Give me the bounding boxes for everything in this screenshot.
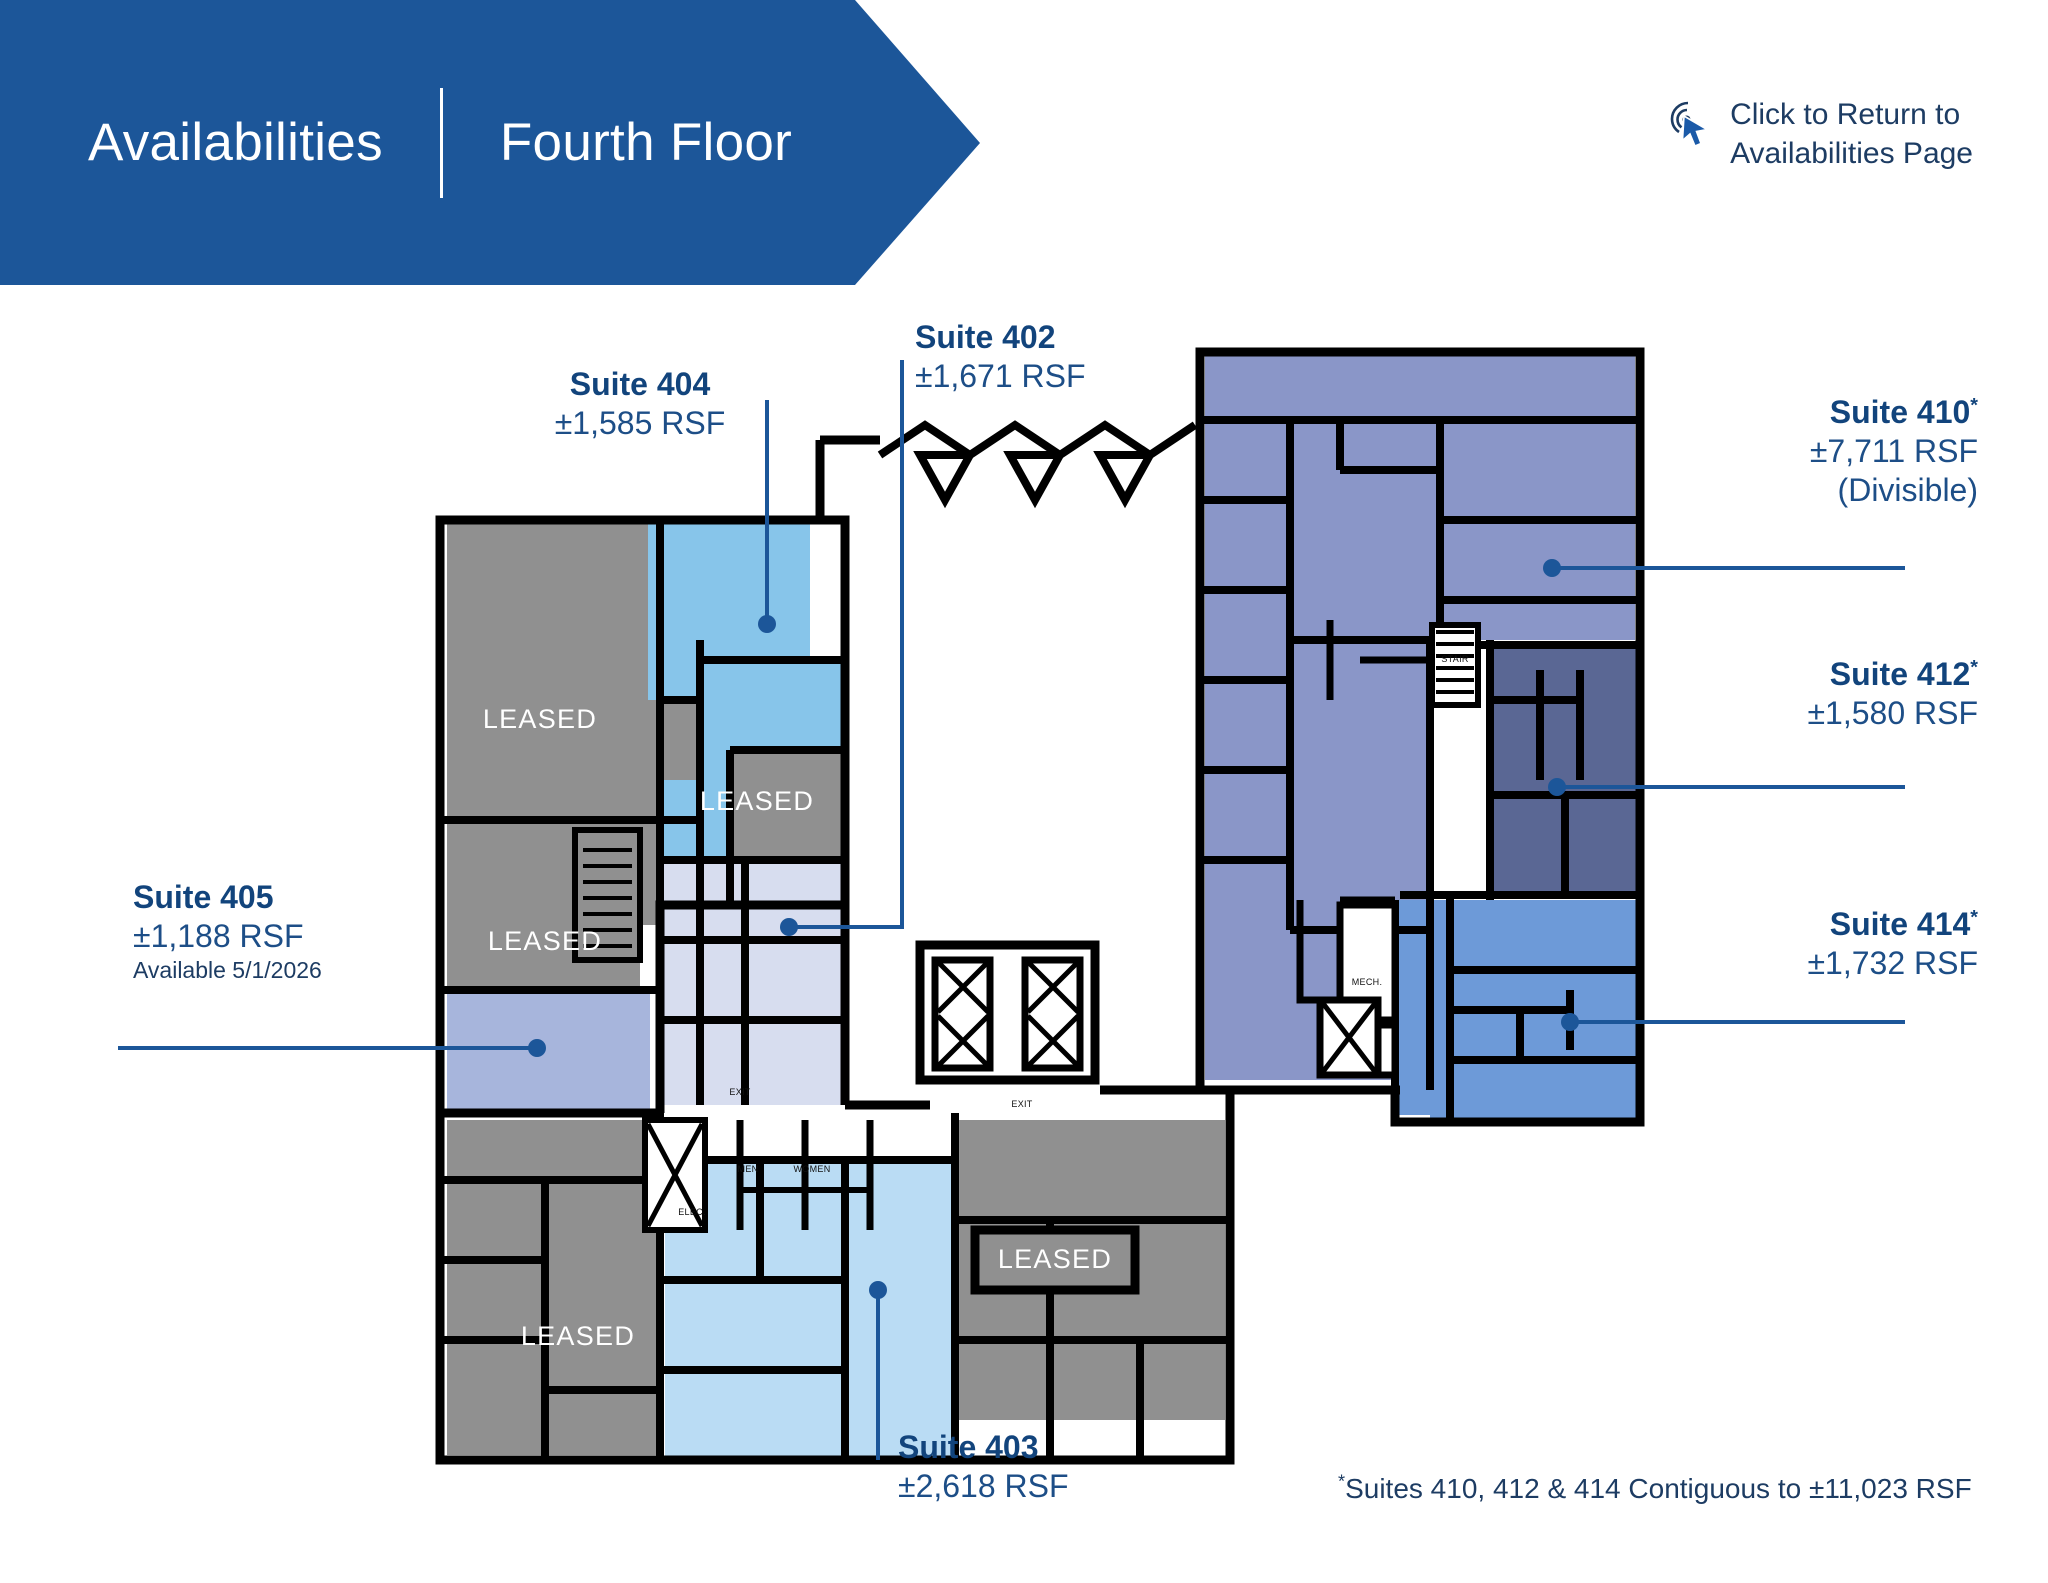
- east-elevator-x: [1320, 1000, 1378, 1075]
- suite-402-area: ±1,671 RSF: [915, 358, 1086, 395]
- suite-412-area: ±1,580 RSF: [1807, 695, 1978, 732]
- stair-x-south: [645, 1122, 705, 1228]
- suite-404-name: Suite 404: [569, 366, 711, 402]
- east-restroom-women: [1336, 901, 1399, 1024]
- header-banner: Availabilities Fourth Floor: [0, 0, 980, 285]
- suite-410-name: Suite 410*: [1578, 393, 1978, 432]
- suite-412-name-text: Suite 412: [1829, 656, 1971, 692]
- suite-402-region: [660, 860, 845, 1105]
- plan-text-labels: LEASED LEASED LEASED LEASED LEASED MEN W…: [483, 654, 1469, 1351]
- suite-label-402[interactable]: Suite 402 ±1,671 RSF: [915, 318, 1275, 396]
- suite-414-corridor: [1398, 900, 1450, 1115]
- leased-island-room: [970, 1225, 1140, 1295]
- page-title-availabilities: Availabilities: [88, 113, 383, 172]
- suite-label-414[interactable]: Suite 414* ±1,732 RSF: [1578, 905, 1978, 983]
- leased-label-center: LEASED: [700, 786, 814, 816]
- suite-leader-lines: [118, 360, 1905, 1460]
- stair-treads-west: [583, 848, 632, 948]
- suite-412-region: [1490, 645, 1640, 895]
- room-tag-elec: ELEC.: [678, 1207, 706, 1217]
- elevator-shaft-left: [931, 956, 994, 1072]
- elevator-shaft-right: [1021, 956, 1084, 1072]
- room-tag-exit-2: EXIT: [729, 1087, 750, 1097]
- leased-label-se: LEASED: [998, 1244, 1112, 1274]
- leader-dot-410: [1543, 559, 1561, 577]
- leader-dot-414: [1561, 1013, 1579, 1031]
- suite-404-area: ±1,585 RSF: [554, 405, 726, 442]
- suite-410-name-text: Suite 410: [1829, 394, 1971, 430]
- click-cursor-icon: [1670, 101, 1710, 148]
- return-to-availabilities-link[interactable]: Click to Return to Availabilities Page: [1666, 95, 1973, 173]
- stair-treads-east: [1436, 630, 1474, 694]
- suite-414-star: *: [1970, 906, 1978, 929]
- suite-fill-regions: [447, 355, 1640, 1460]
- leader-line-402: [789, 360, 904, 929]
- wall-e17: [1490, 670, 1584, 780]
- suite-412-name: Suite 412*: [1578, 655, 1978, 694]
- atrium-sawtooth-wall: [877, 420, 1198, 509]
- suite-403-region-b: [665, 1255, 845, 1440]
- room-tag-men: MEN: [738, 1164, 759, 1174]
- east-core-detail-2: [1326, 620, 1430, 700]
- elevator-x-l1: [936, 960, 990, 1014]
- suite-412-star: *: [1970, 656, 1978, 679]
- elevator-x-r1: [1026, 960, 1080, 1014]
- room-tag-exit-1: EXIT: [1011, 1099, 1032, 1109]
- suite-label-412[interactable]: Suite 412* ±1,580 RSF: [1578, 655, 1978, 733]
- room-tag-mech: MECH.: [1352, 977, 1383, 987]
- stair-core-west: [572, 827, 643, 963]
- contiguous-footnote: *Suites 410, 412 & 414 Contiguous to ±11…: [1338, 1473, 1972, 1505]
- elevator-x-r2: [1026, 1014, 1080, 1068]
- suite-405-region: [447, 988, 650, 1115]
- return-link-text: Click to Return to Availabilities Page: [1730, 95, 1973, 173]
- leader-dot-403: [869, 1281, 887, 1299]
- suite-405-name: Suite 405: [133, 879, 274, 915]
- leased-label-nw: LEASED: [483, 704, 597, 734]
- banner-inner: Availabilities Fourth Floor: [0, 87, 793, 198]
- return-link-line1: Click to Return to: [1730, 98, 1961, 131]
- leader-dot-404: [758, 615, 776, 633]
- return-link-line2: Availabilities Page: [1730, 137, 1973, 170]
- leased-label-sw: LEASED: [521, 1321, 635, 1351]
- suite-label-404[interactable]: Suite 404 ±1,585 RSF: [475, 365, 805, 443]
- leased-region-sw: [447, 1120, 660, 1455]
- page-title-floor: Fourth Floor: [499, 113, 793, 172]
- room-tag-stair: STAIR: [1441, 654, 1469, 664]
- suite-414-area: ±1,732 RSF: [1807, 945, 1978, 982]
- south-wing-outline: [435, 1113, 1235, 1465]
- elevator-x-l2: [936, 1014, 990, 1068]
- suite-405-area: ±1,188 RSF: [133, 918, 304, 955]
- suite-label-410[interactable]: Suite 410* ±7,711 RSF (Divisible): [1578, 393, 1978, 510]
- suite-410-divisible: (Divisible): [1837, 472, 1978, 509]
- suite-410-area: ±7,711 RSF: [1809, 433, 1978, 470]
- leader-dot-412: [1548, 778, 1566, 796]
- suite-402-name: Suite 402: [915, 319, 1056, 355]
- suite-414-name: Suite 414*: [1578, 905, 1978, 944]
- suite-403-area: ±2,618 RSF: [898, 1468, 1069, 1505]
- footnote-star: *: [1338, 1471, 1346, 1492]
- leader-dot-405: [528, 1039, 546, 1057]
- footnote-text: Suites 410, 412 & 414 Contiguous to ±11,…: [1345, 1473, 1972, 1504]
- suite-405-availability: Available 5/1/2026: [133, 957, 322, 984]
- suite-label-405[interactable]: Suite 405 ±1,188 RSF Available 5/1/2026: [133, 878, 493, 986]
- leader-dot-402: [780, 918, 798, 936]
- banner-divider: [439, 87, 443, 198]
- suite-410-star: *: [1970, 394, 1978, 417]
- suite-414-name-text: Suite 414: [1829, 906, 1971, 942]
- floor-plan-walls: [435, 347, 1645, 1465]
- suite-403-name: Suite 403: [898, 1429, 1039, 1465]
- room-tag-women: WOMEN: [794, 1164, 831, 1174]
- suite-label-403[interactable]: Suite 403 ±2,618 RSF: [898, 1428, 1258, 1506]
- east-core-detail: [1296, 900, 1340, 1004]
- leased-label-midleft: LEASED: [488, 926, 602, 956]
